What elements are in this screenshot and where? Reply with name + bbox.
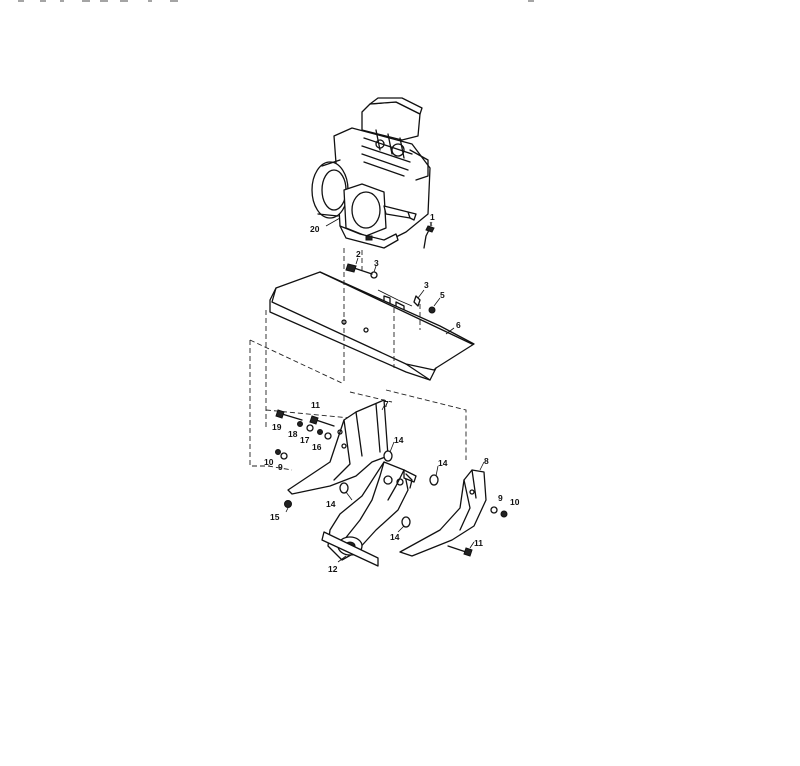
callout-10a: 10 [264,457,274,467]
callout-19: 19 [272,422,282,432]
right-side-plate [399,469,487,557]
tine-shield [269,271,475,381]
callout-6: 6 [456,320,461,330]
callout-8: 8 [484,456,489,466]
leader-lines [285,221,485,563]
callout-16: 16 [312,442,322,452]
callout-15: 15 [270,512,280,522]
callout-3b: 3 [424,280,429,290]
alignment-lines [249,248,467,471]
callout-17: 17 [300,435,310,445]
spacers [339,450,439,528]
leader-20 [325,217,341,227]
callout-14a: 14 [394,435,404,445]
callout-18: 18 [288,429,298,439]
callout-14c: 14 [326,499,336,509]
callout-14b: 14 [438,458,448,468]
callout-2: 2 [356,249,361,259]
bolt-and-washer-top [345,263,378,279]
callout-14d: 14 [390,532,400,542]
callout-9a: 9 [278,462,283,472]
center-gear-housing [321,461,417,567]
callout-1: 1 [430,212,435,222]
callout-9b: 9 [498,493,503,503]
callout-7: 7 [384,399,389,409]
callouts: 1 20 2 3 3 5 6 7 11 19 18 17 16 14 10 9 … [264,212,520,574]
left-bolt-stack [275,409,335,508]
callout-10b: 10 [510,497,520,507]
part-1-screw [423,221,435,249]
right-bolt-stack [447,506,508,557]
callout-11b: 11 [474,538,483,548]
callout-12: 12 [328,564,338,574]
callout-5: 5 [440,290,445,300]
callout-20: 20 [310,224,320,234]
callout-3a: 3 [374,258,379,268]
callout-11a: 11 [311,400,320,410]
engine [311,97,431,249]
